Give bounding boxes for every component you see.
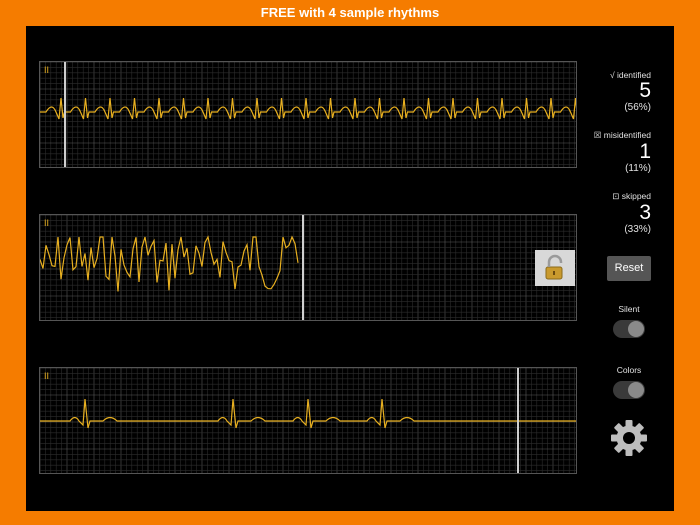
app-banner: FREE with 4 sample rhythms xyxy=(260,5,440,20)
identified-label: √ identified xyxy=(609,70,651,80)
settings-button[interactable] xyxy=(610,419,648,457)
gear-icon xyxy=(611,420,647,456)
ecg-strip-2[interactable]: II xyxy=(39,214,577,321)
colors-label: Colors xyxy=(616,365,642,375)
reset-button[interactable]: Reset xyxy=(607,256,651,281)
skipped-count: 3 xyxy=(639,201,651,224)
skipped-label: ⊡ skipped xyxy=(612,191,651,201)
unlock-button[interactable] xyxy=(535,250,575,286)
stat-skipped: ⊡ skipped 3 (33%) xyxy=(561,191,651,235)
stat-identified: √ identified 5 (56%) xyxy=(561,70,651,113)
stat-misidentified: ☒ misidentified 1 (11%) xyxy=(561,130,651,174)
colors-toggle[interactable] xyxy=(613,381,645,399)
ecg-monitor: II II II √ identified 5 (56%) ☒ misident… xyxy=(26,26,674,511)
identified-percent: (56%) xyxy=(624,102,651,113)
lead-label: II xyxy=(44,371,50,381)
ecg-trace-3 xyxy=(40,368,576,473)
misidentified-label: ☒ misidentified xyxy=(593,130,651,140)
misidentified-count: 1 xyxy=(639,140,651,163)
skipped-percent: (33%) xyxy=(624,224,651,235)
ecg-strip-1[interactable]: II xyxy=(39,61,577,168)
misidentified-percent: (11%) xyxy=(625,163,651,174)
ecg-strip-3[interactable]: II xyxy=(39,367,577,474)
toggle-knob xyxy=(628,382,644,398)
lead-label: II xyxy=(44,65,50,75)
silent-label: Silent xyxy=(618,304,640,314)
lock-open-icon xyxy=(545,254,563,280)
ecg-trace-1 xyxy=(40,62,576,167)
lead-label: II xyxy=(44,218,50,228)
identified-count: 5 xyxy=(639,79,651,102)
silent-toggle[interactable] xyxy=(613,320,645,338)
toggle-knob xyxy=(628,321,644,337)
ecg-trace-2 xyxy=(40,215,576,320)
